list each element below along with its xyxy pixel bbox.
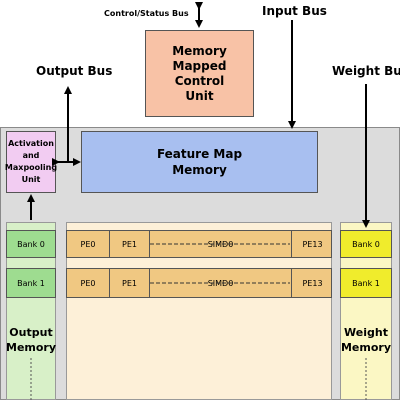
pe-cell: PE1	[110, 269, 150, 297]
weight-memory-label: Weight Memory	[340, 325, 392, 355]
amu-line-2: and	[22, 151, 40, 160]
input-bus-label: Input Bus	[262, 4, 327, 18]
output-memory-line-1: Output	[9, 326, 53, 339]
weight-bank-1: Bank 1	[340, 268, 392, 298]
pe-cell: PE0	[67, 231, 110, 257]
pe-cell: PE13	[291, 269, 333, 297]
output-memory-label: Output Memory	[6, 325, 56, 355]
pe-cell: PE13	[291, 231, 333, 257]
output-bus-label: Output Bus	[36, 64, 113, 78]
activation-maxpooling-unit: Activation and Maxpooling Unit	[4, 131, 58, 193]
weight-memory-line-1: Weight	[344, 326, 388, 339]
feature-map-memory: Feature Map Memory	[81, 131, 318, 193]
pe-cell: PE1	[110, 231, 150, 257]
output-memory-line-2: Memory	[6, 341, 57, 354]
control-status-bus-label: Control/Status Bus	[104, 9, 189, 18]
output-bank-1: Bank 1	[6, 268, 56, 298]
amu-line-3: Maxpooling	[4, 163, 58, 172]
mmcu-line-1: Memory Mapped	[172, 43, 227, 73]
mmcu-line-3: Unit	[185, 88, 214, 103]
weight-bank-0: Bank 0	[340, 230, 392, 258]
weight-bus-label: Weight Bus	[332, 64, 400, 78]
fmm-line-1: Feature Map	[156, 147, 243, 161]
pe-cell: PE0	[67, 269, 110, 297]
amu-line-1: Activation	[8, 139, 54, 148]
mmcu-line-2: Control	[174, 73, 225, 88]
simd-label: SIMD0	[207, 239, 234, 249]
simd-label: SIMD0	[207, 278, 234, 288]
weight-memory-line-2: Memory	[340, 341, 392, 354]
output-bank-0: Bank 0	[6, 230, 56, 258]
amu-line-4: Unit	[21, 175, 41, 184]
fmm-line-2: Memory	[172, 163, 227, 177]
memory-mapped-control-unit: Memory Mapped Control Unit	[145, 30, 254, 117]
